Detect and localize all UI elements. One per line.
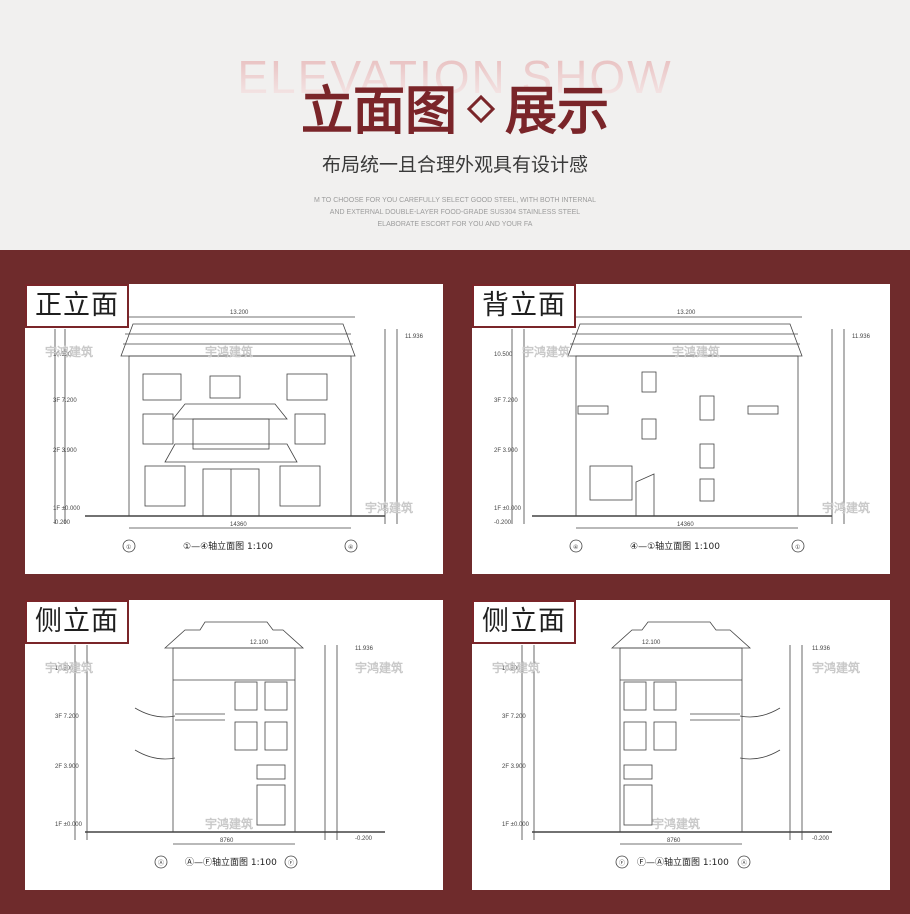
elevation-gallery: 1F ±0.000 2F 3.900 3F 7.200 10.500 11.93… — [0, 250, 910, 914]
english-title: ELEVATION SHOW — [0, 50, 910, 104]
watermark: 宇鸿建筑 — [205, 344, 253, 359]
title-left: 立面图 — [300, 82, 457, 142]
watermark: 宇鸿建筑 — [672, 344, 720, 359]
level-roof: 10.500 — [53, 352, 72, 358]
level-2f: 2F 3.900 — [55, 764, 79, 770]
watermark: 宇鸿建筑 — [45, 660, 93, 675]
top-dimension: 13.200 — [677, 310, 696, 316]
level-3f: 3F 7.200 — [494, 398, 518, 404]
watermark: 宇鸿建筑 — [652, 816, 700, 831]
watermark: 宇鸿建筑 — [822, 500, 870, 515]
watermark: 宇鸿建筑 — [205, 816, 253, 831]
watermark: 宇鸿建筑 — [365, 500, 413, 515]
top-dimension: 12.100 — [642, 640, 661, 646]
watermark: 宇鸿建筑 — [45, 344, 93, 359]
panel-front-elevation[interactable]: 1F ±0.000 2F 3.900 3F 7.200 10.500 11.93… — [25, 284, 443, 574]
drawing-caption: ④—①轴立面图 1:100 — [630, 540, 720, 552]
axis-start: Ⓐ — [158, 859, 164, 867]
watermark: 宇鸿建筑 — [522, 344, 570, 359]
axis-end: ① — [795, 544, 800, 551]
fine-print: M TO CHOOSE FOR YOU CAREFULLY SELECT GOO… — [0, 195, 910, 231]
drawing-caption: Ⓕ—Ⓐ轴立面图 1:100 — [637, 856, 729, 868]
axis-start: ① — [126, 544, 131, 551]
front-elevation-drawing: 1F ±0.000 2F 3.900 3F 7.200 10.500 11.93… — [45, 310, 424, 553]
level-roof: 10.500 — [55, 666, 74, 672]
diamond-icon — [466, 94, 496, 124]
side-elevation-fa-drawing: 1F ±0.000 2F 3.900 3F 7.200 10.500 11.93… — [492, 621, 860, 869]
fine-print-line: M TO CHOOSE FOR YOU CAREFULLY SELECT GOO… — [314, 197, 596, 204]
panel-label: 侧立面 — [472, 600, 576, 644]
level-ground: -0.200 — [812, 836, 830, 842]
axis-start: ④ — [573, 544, 578, 551]
level-1f: 1F ±0.000 — [53, 506, 81, 512]
width-dimension: 14360 — [677, 522, 694, 528]
level-ridge: 11.936 — [812, 646, 831, 652]
chinese-title: 立面图展示 — [0, 82, 910, 142]
level-2f: 2F 3.900 — [502, 764, 526, 770]
drawing-caption: Ⓐ—Ⓕ轴立面图 1:100 — [185, 856, 277, 868]
side-elevation-af-drawing: 1F ±0.000 2F 3.900 3F 7.200 10.500 11.93… — [45, 621, 403, 869]
top-dimension: 13.200 — [230, 310, 249, 316]
axis-end: ④ — [348, 544, 353, 551]
panel-side-elevation-af[interactable]: 1F ±0.000 2F 3.900 3F 7.200 10.500 11.93… — [25, 600, 443, 890]
level-ridge: 11.936 — [355, 646, 374, 652]
level-roof: 10.500 — [502, 666, 521, 672]
panel-label: 正立面 — [25, 284, 129, 328]
header: ELEVATION SHOW 立面图展示 布局统一且合理外观具有设计感 M TO… — [0, 0, 910, 250]
drawing-caption: ①—④轴立面图 1:100 — [183, 540, 273, 552]
panel-label: 背立面 — [472, 284, 576, 328]
level-ground: -0.200 — [355, 836, 373, 842]
fine-print-line: AND EXTERNAL DOUBLE-LAYER FOOD-GRADE SUS… — [329, 209, 581, 216]
level-3f: 3F 7.200 — [502, 714, 526, 720]
level-3f: 3F 7.200 — [55, 714, 79, 720]
level-ground: -0.200 — [494, 520, 512, 526]
level-2f: 2F 3.900 — [494, 448, 518, 454]
level-2f: 2F 3.900 — [53, 448, 77, 454]
width-dimension: 14360 — [230, 522, 247, 528]
level-1f: 1F ±0.000 — [55, 822, 83, 828]
panel-label: 侧立面 — [25, 600, 129, 644]
watermark: 宇鸿建筑 — [492, 660, 540, 675]
top-dimension: 12.100 — [250, 640, 269, 646]
subtitle: 布局统一且合理外观具有设计感 — [321, 154, 588, 176]
axis-end: Ⓐ — [741, 859, 747, 867]
width-dimension: 8760 — [220, 838, 234, 844]
level-roof: 10.500 — [494, 352, 513, 358]
panel-side-elevation-fa[interactable]: 1F ±0.000 2F 3.900 3F 7.200 10.500 11.93… — [472, 600, 890, 890]
level-ridge: 11.936 — [852, 334, 871, 340]
width-dimension: 8760 — [667, 838, 681, 844]
level-ground: -0.200 — [53, 520, 71, 526]
title-right: 展示 — [505, 82, 610, 142]
watermark: 宇鸿建筑 — [812, 660, 860, 675]
level-1f: 1F ±0.000 — [494, 506, 522, 512]
axis-end: Ⓕ — [288, 859, 294, 867]
rear-elevation-drawing: 1F ±0.000 2F 3.900 3F 7.200 10.500 11.93… — [494, 310, 871, 553]
level-1f: 1F ±0.000 — [502, 822, 530, 828]
watermark: 宇鸿建筑 — [355, 660, 403, 675]
axis-start: Ⓕ — [619, 859, 625, 867]
panel-rear-elevation[interactable]: 1F ±0.000 2F 3.900 3F 7.200 10.500 11.93… — [472, 284, 890, 574]
level-ridge: 11.936 — [405, 334, 424, 340]
level-3f: 3F 7.200 — [53, 398, 77, 404]
fine-print-line: ELABORATE ESCORT FOR YOU AND YOUR FA — [377, 221, 533, 228]
